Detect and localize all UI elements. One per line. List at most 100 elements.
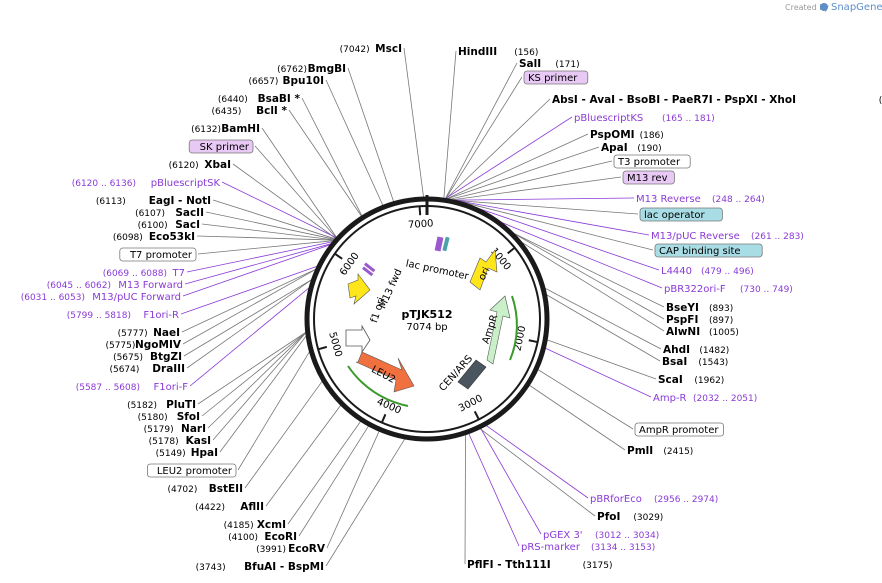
leu2-promoter-arrow [345, 324, 371, 354]
connector-line [196, 235, 335, 241]
label-position: (1482) [699, 346, 729, 356]
label-name: BstEII [209, 483, 243, 495]
t7-mark [362, 266, 374, 277]
label-position: (5777) [118, 329, 148, 339]
label-name: HindIII [458, 46, 497, 58]
right-label-m13-reverse: M13 Reverse(248 .. 264) [636, 194, 765, 205]
connector-line [443, 50, 457, 199]
label-name: SacI [175, 219, 200, 231]
label-name: BsaBI * [258, 93, 301, 105]
lac-promoter-mark [434, 236, 444, 252]
left-label-bfuai-bspmi: BfuAI - BspMI(3743) [196, 561, 324, 573]
connector-line [182, 244, 331, 297]
label-name: T7 promoter [129, 250, 193, 261]
label-name: AmpR promoter [639, 425, 719, 436]
left-label-bsabi-: BsaBI *(6440) [218, 93, 301, 105]
label-name: SacII [175, 207, 204, 219]
connector-line [501, 222, 663, 289]
right-label-hindiii: HindIII (156) [458, 46, 538, 58]
label-name: XcmI [257, 519, 286, 531]
label-position: (248 .. 264) [712, 195, 765, 205]
right-label-ahdi: AhdI(1482) [663, 344, 729, 356]
label-name: T3 promoter [617, 157, 681, 168]
label-position: (1543) [698, 358, 728, 368]
lac-operator-mark [442, 236, 450, 252]
label-name: AflII [240, 501, 264, 513]
label-name: F1ori-F [154, 382, 189, 393]
left-label-m13-puc-forward: M13/pUC Forward(6031 .. 6053) [21, 292, 181, 303]
right-label-sali: SalI(171) [519, 58, 580, 70]
label-position: (165 .. 181) [662, 114, 715, 124]
label-position: (3134 .. 3153) [591, 543, 655, 553]
label-position: (2415) [663, 447, 693, 457]
connector-line [261, 127, 337, 238]
label-name: Bpu10I [282, 75, 324, 87]
label-name: M13 rev [627, 173, 668, 184]
label-position: (177) [879, 96, 882, 106]
label-name: LEU2 promoter [157, 466, 233, 477]
feature-m13-fwd: M13 fwd [377, 267, 404, 310]
label-name: pBR322ori-F [664, 284, 726, 295]
label-name: KasI [186, 435, 211, 447]
connector-line [181, 269, 316, 333]
connector-line [537, 369, 634, 430]
label-name: BamHI [221, 123, 260, 135]
label-position: (156) [514, 48, 538, 58]
label-position: (2956 .. 2974) [654, 495, 718, 505]
label-position: (6113) [96, 197, 126, 207]
label-position: (6031 .. 6053) [21, 293, 85, 303]
label-name: BsaI [662, 356, 687, 368]
right-label-l4440: L4440(479 .. 496) [661, 266, 754, 277]
connector-line [445, 62, 518, 199]
right-label-bseyi: BseYI(893) [666, 302, 733, 314]
connector-line [325, 79, 384, 206]
right-label-m13-rev: M13 rev [622, 170, 675, 185]
right-label-pgex-3-: pGEX 3' (3012 .. 3034) [543, 530, 659, 541]
label-position: (186) [640, 131, 664, 141]
connector-line [232, 163, 336, 239]
label-name: EagI - NotI [149, 195, 211, 207]
label-name: DraIII [152, 363, 185, 375]
left-label-ecorv: EcoRV(3991) [256, 543, 326, 555]
label-name: XbaI [204, 159, 231, 171]
left-label-bpu10i: Bpu10I(6657) [248, 75, 324, 87]
left-label-eagi-noti: EagI - NotI (6113) [96, 195, 211, 207]
connector-line [347, 67, 395, 202]
connector-line [529, 384, 626, 451]
label-name: pGEX 3' [543, 530, 583, 541]
connector-line [445, 98, 551, 199]
connector-line [186, 241, 333, 273]
label-position: (3012 .. 3034) [595, 531, 659, 541]
connector-line [205, 211, 335, 240]
label-box [146, 463, 237, 478]
connector-line [459, 200, 654, 251]
label-name: PflFI - Tth111I [467, 559, 551, 571]
label-name: PmlI [627, 445, 653, 457]
label-name: EcoRV [288, 543, 326, 555]
label-name: lac operator [644, 210, 705, 221]
label-position: (5180) [138, 413, 168, 423]
left-label-m13-forward: M13 Forward(6045 .. 6062) [47, 280, 183, 291]
tick-mark [380, 413, 387, 423]
label-position: (5674) [109, 365, 139, 375]
left-label-xbai: XbaI(6120) [169, 159, 231, 171]
label-position: (5182) [127, 401, 157, 411]
left-label-f1ori-f: F1ori-F(5587 .. 5608) [76, 382, 189, 393]
left-label-sk-primer: SK primer [188, 139, 254, 154]
label-name: pRS-marker [521, 542, 581, 553]
connector-line [201, 223, 335, 241]
right-label-pbrforeco: pBRforEco (2956 .. 2974) [590, 494, 718, 505]
label-name: AbsI - AvaI - BsoBI - PaeR7I - PspXI - X… [552, 94, 796, 106]
right-label-cap-binding-site: CAP binding site [654, 243, 763, 258]
connector-line [298, 425, 369, 537]
connector-line [479, 428, 596, 517]
label-position: (5178) [149, 437, 179, 447]
label-position: (2032 .. 2051) [693, 394, 757, 404]
label-name: MscI [375, 43, 402, 55]
connector-line [452, 176, 622, 201]
label-name: pBRforEco [590, 494, 642, 505]
connector-line [513, 233, 665, 308]
label-name: PspOMI [590, 129, 635, 141]
connector-line [480, 428, 542, 535]
connector-line [545, 347, 652, 398]
